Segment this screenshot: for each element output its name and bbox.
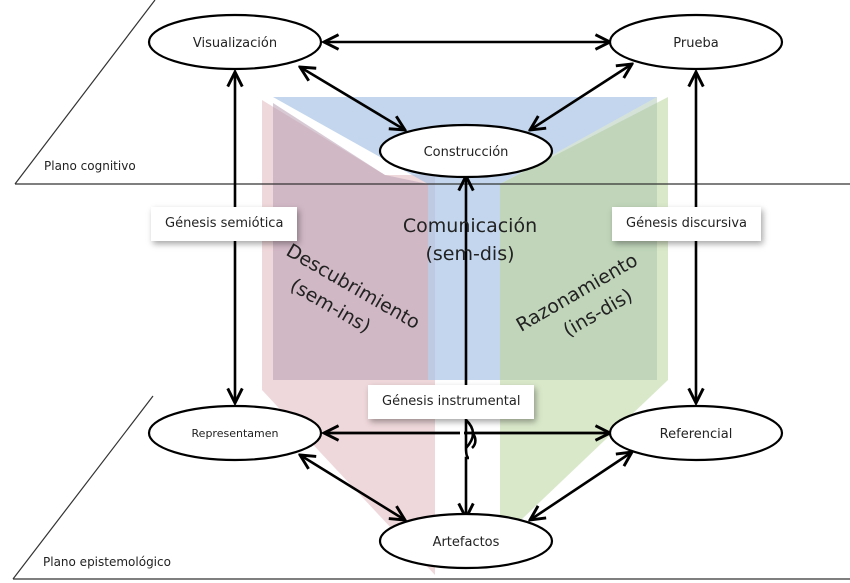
arrows [235,42,696,520]
hop-gap [460,426,464,440]
node-prueba-label: Prueba [673,36,718,51]
node-representamen[interactable]: Representamen [147,404,323,462]
node-artefactos[interactable]: Artefactos [378,512,554,570]
genesis-semiotica-label: Génesis semiótica [151,207,298,241]
region-overlap-red-blue [273,103,428,380]
plane-cognitive: Plano cognitivo [14,0,850,185]
node-artefactos-label: Artefactos [433,535,500,550]
arrow-construccion-artefactos [466,418,469,518]
node-referencial[interactable]: Referencial [608,404,784,462]
node-prueba[interactable]: Prueba [608,13,784,71]
genesis-discursiva-label: Génesis discursiva [612,207,762,241]
arrow-representamen-artefactos [300,455,405,520]
node-visualizacion[interactable]: Visualización [147,13,323,71]
arrow-visualizacion-construccion [300,67,405,130]
region-overlap-green-blue [500,97,657,380]
arrow-referencial-artefactos [530,452,632,520]
plane-epistemological-label: Plano epistemológico [43,555,171,569]
node-visualizacion-label: Visualización [193,36,277,51]
line-hop [465,419,475,449]
node-referencial-label: Referencial [660,427,733,442]
region-comunicacion-label-2: (sem-dis) [425,243,514,265]
plane-cognitive-label: Plano cognitivo [44,159,136,173]
node-construccion-label: Construcción [424,145,509,160]
node-construccion[interactable]: Construcción [378,123,554,179]
node-representamen-label: Representamen [192,427,279,440]
region-comunicacion-label-1: Comunicación [403,215,537,237]
arrow-prueba-construccion [530,64,632,130]
plane-epistemological: Plano epistemológico [12,395,850,580]
genesis-instrumental-label: Génesis instrumental [368,385,535,419]
